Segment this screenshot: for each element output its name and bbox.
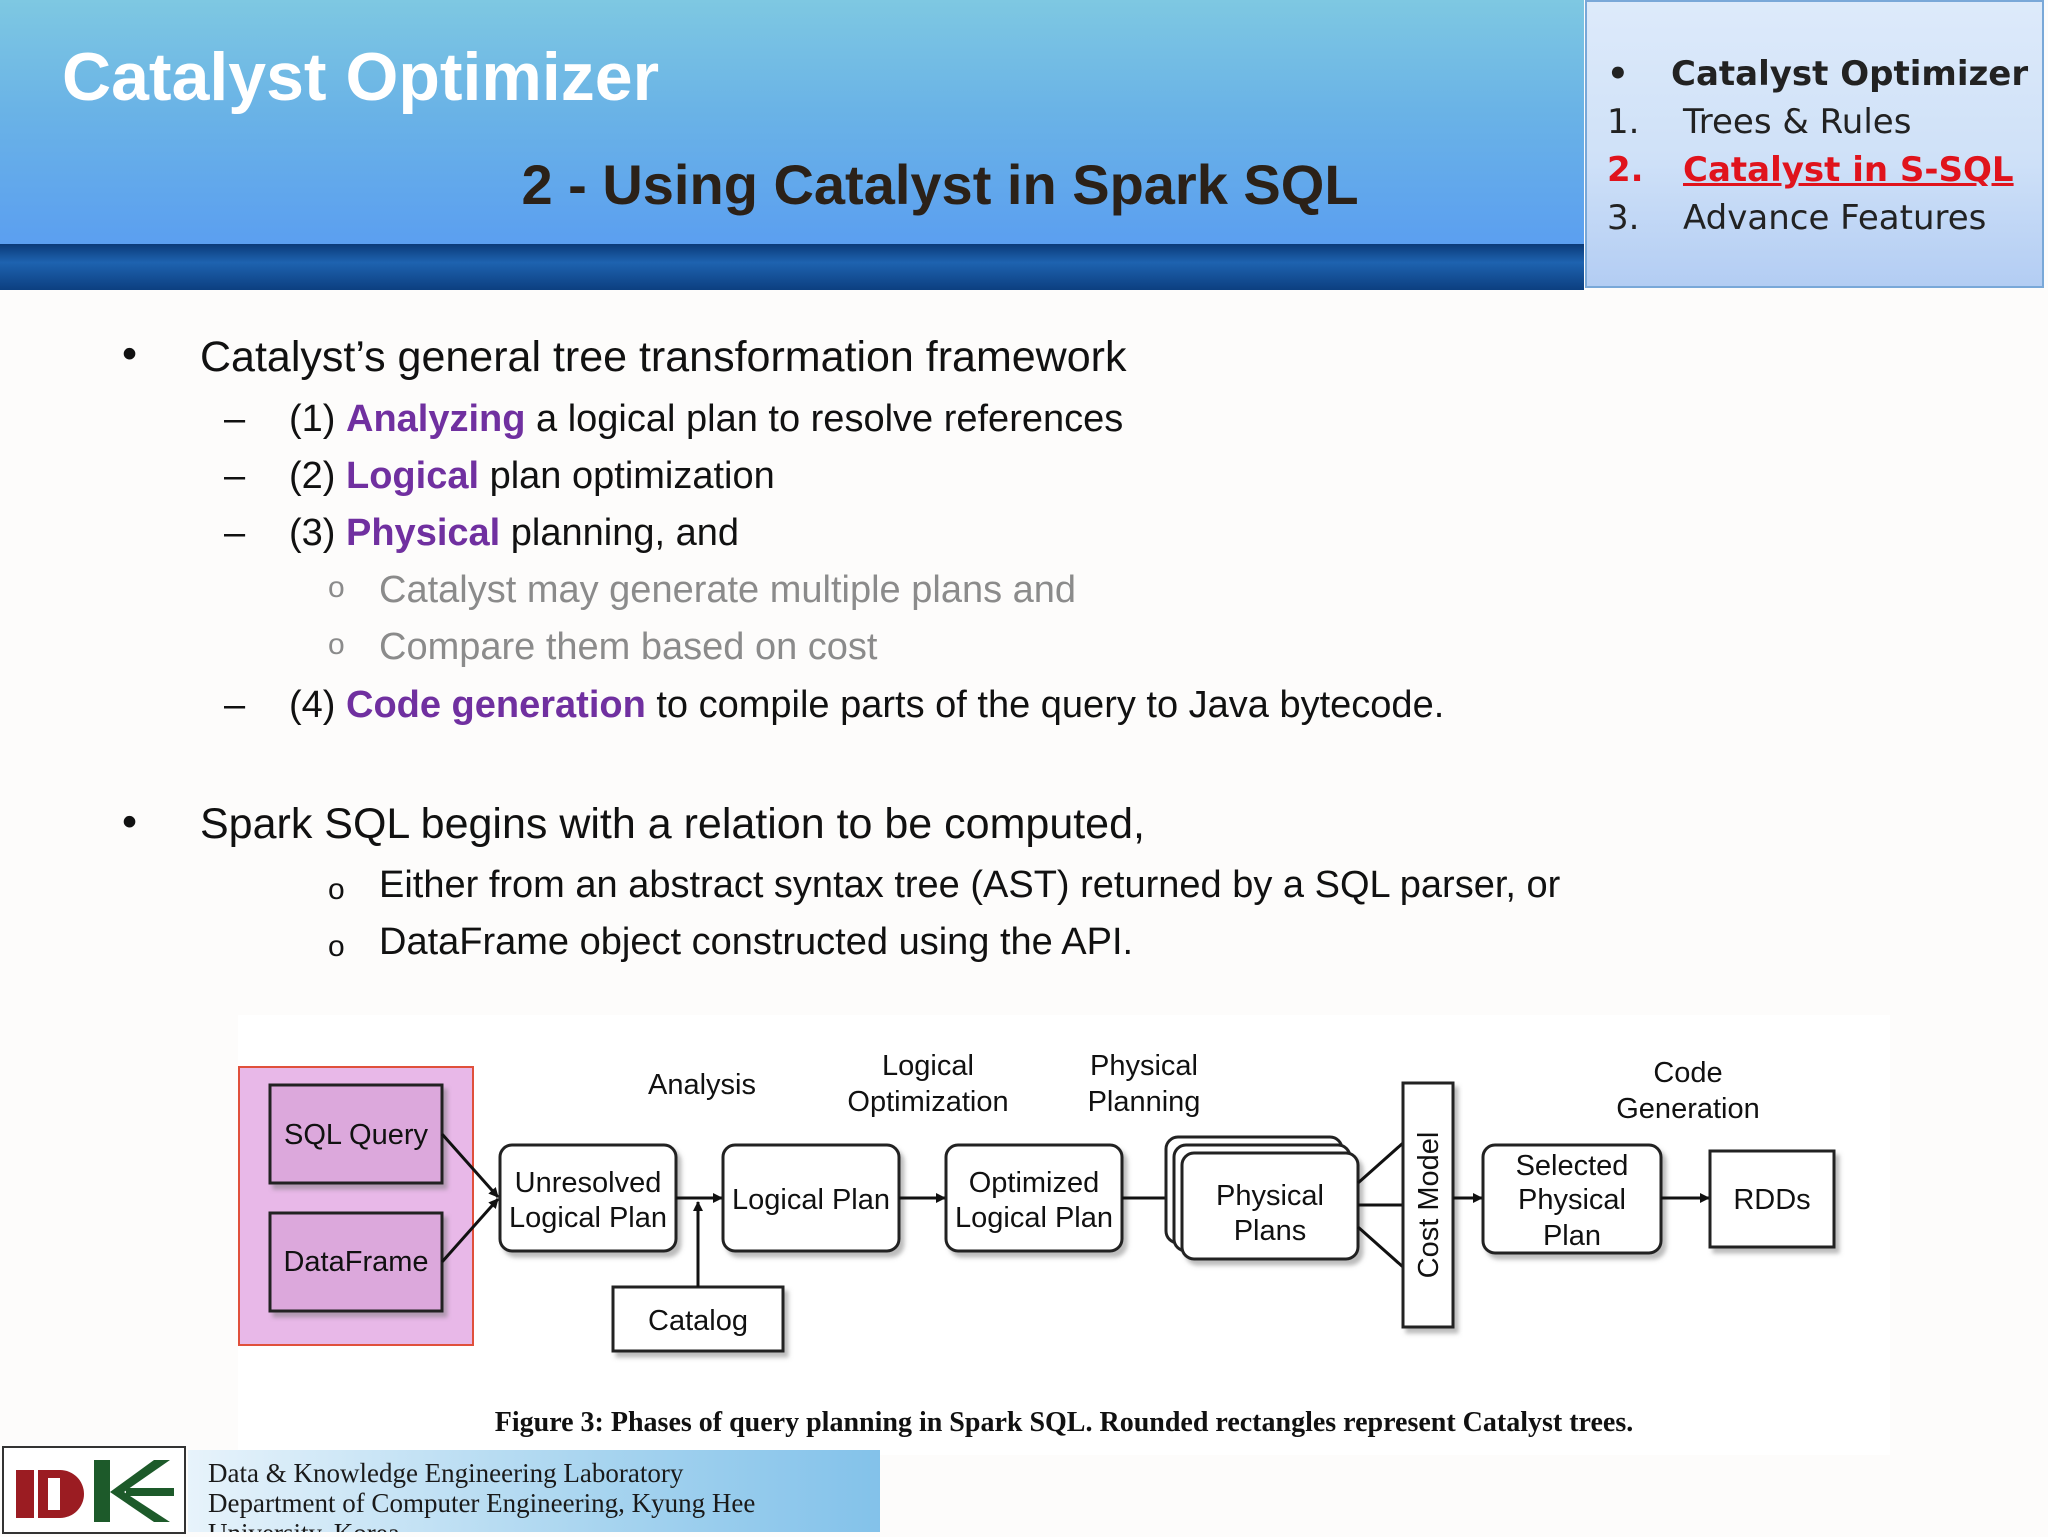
dataframe-label: DataFrame [283,1246,428,1278]
step-rest: to compile parts of the query to Java by… [645,684,1445,726]
query-planning-diagram: SQL Query DataFrame Analysis Logical Opt… [238,1015,1890,1455]
stage-analysis: Analysis [648,1069,756,1101]
step-analyzing: (1) Analyzing a logical plan to resolve … [289,398,1123,441]
step-prefix: (1) [289,398,346,440]
catalog-label: Catalog [648,1305,748,1337]
selected-label-2: Physical [1518,1184,1626,1216]
step-rest: a logical plan to resolve references [525,398,1124,440]
outline-marker: 2. [1607,150,1644,190]
step-rest: planning, and [500,512,739,554]
fan-line-top [1357,1141,1404,1185]
footer-line-1: Data & Knowledge Engineering Laboratory [208,1458,684,1488]
arrow-sql-to-unresolved [440,1133,500,1198]
stage-codegen-line1: Code [1653,1057,1722,1089]
diagram-svg: SQL Query DataFrame Analysis Logical Opt… [238,1050,1836,1353]
outline-text: Trees & Rules [1683,102,1912,142]
header-bar [0,244,1584,290]
catalog-node [611,1285,785,1353]
step-prefix: (2) [289,455,346,497]
step-physical: (3) Physical planning, and [289,512,739,555]
bullet-1-text: Catalyst’s general tree transformation f… [200,333,1127,381]
stage-logical-line1: Logical [882,1050,974,1082]
physical-label-1: Physical [1216,1180,1324,1212]
outline-item-advance-features: 3. Advance Features [1607,198,1986,238]
outline-text: Catalyst in S-SQL [1683,150,2014,190]
selected-label-3: Plan [1543,1220,1601,1252]
step-highlight: Code generation [346,684,646,726]
outline-marker: 1. [1607,102,1640,142]
sub-item-dataframe: DataFrame object constructed using the A… [379,921,1134,963]
outline-marker: 3. [1607,198,1640,238]
cost-model-node [1401,1081,1455,1329]
rdds-label: RDDs [1733,1184,1810,1216]
step-logical: (2) Logical plan optimization [289,455,775,498]
step-highlight: Physical [346,512,501,554]
step-highlight: Logical [346,455,480,497]
slide-subtitle: 2 - Using Catalyst in Spark SQL [521,153,1359,216]
stage-physical-line1: Physical [1090,1050,1198,1082]
bullet-2-text: Spark SQL begins with a relation to be c… [200,800,1145,848]
optimized-label-1: Optimized [969,1167,1100,1199]
rdds-node [1708,1149,1836,1249]
stage-codegen-line2: Generation [1616,1093,1760,1125]
outline-marker: • [1607,54,1629,94]
outline-item-catalyst-optimizer: • Catalyst Optimizer [1607,54,2028,94]
footer-affiliation: Data & Knowledge Engineering Laboratory … [188,1450,880,1532]
arrow-df-to-unresolved [440,1198,500,1263]
stage-physical-line2: Planning [1088,1086,1201,1118]
outline-box: • Catalyst Optimizer 1. Trees & Rules 2. Ca… [1585,0,2044,288]
outline-item-trees-rules: 1. Trees & Rules [1607,102,1911,142]
slide-title: Catalyst Optimizer [62,39,660,115]
circle-marker: o [328,628,345,661]
sub-item-ast: Either from an abstract syntax tree (AST… [379,864,1561,906]
selected-label-1: Selected [1516,1150,1629,1182]
dash-marker: – [224,684,246,726]
step-prefix: (3) [289,512,346,554]
stage-logical-line2: Optimization [847,1086,1008,1118]
bullet-marker: • [122,330,138,378]
dash-marker: – [224,455,246,497]
bullet-marker: • [122,798,138,846]
sql-query-label: SQL Query [284,1119,428,1151]
cost-model-label: Cost Model [1413,1132,1445,1279]
sub-item-compare-cost: Compare them based on cost [379,626,878,668]
circle-marker: o [328,873,345,906]
figure-caption: Figure 3: Phases of query planning in Sp… [494,1407,1634,1438]
lab-logo [2,1446,186,1534]
outline-text: Advance Features [1683,198,1987,238]
step-highlight: Analyzing [346,398,526,440]
dke-logo-icon [10,1454,178,1526]
step-code-generation: (4) Code generation to compile parts of … [289,684,1444,727]
circle-marker: o [328,571,345,604]
dash-marker: – [224,398,246,440]
fan-line-bottom [1357,1225,1404,1269]
sub-item-multiple-plans: Catalyst may generate multiple plans and [379,569,1077,611]
logical-plan-label: Logical Plan [732,1184,890,1216]
dash-marker: – [224,512,246,554]
step-prefix: (4) [289,684,346,726]
physical-label-2: Plans [1234,1215,1307,1247]
unresolved-label-1: Unresolved [515,1167,662,1199]
outline-text: Catalyst Optimizer [1671,54,2029,94]
step-rest: plan optimization [479,455,775,497]
slide-header [0,0,1584,244]
outline-item-catalyst-in-ssql: 2. Catalyst in S-SQL [1607,150,2014,190]
optimized-label-2: Logical Plan [955,1202,1113,1234]
footer-line-3: University, Korea [208,1518,400,1532]
unresolved-label-2: Logical Plan [509,1202,667,1234]
circle-marker: o [328,930,345,963]
footer-line-2: Department of Computer Engineering, Kyun… [208,1488,756,1518]
